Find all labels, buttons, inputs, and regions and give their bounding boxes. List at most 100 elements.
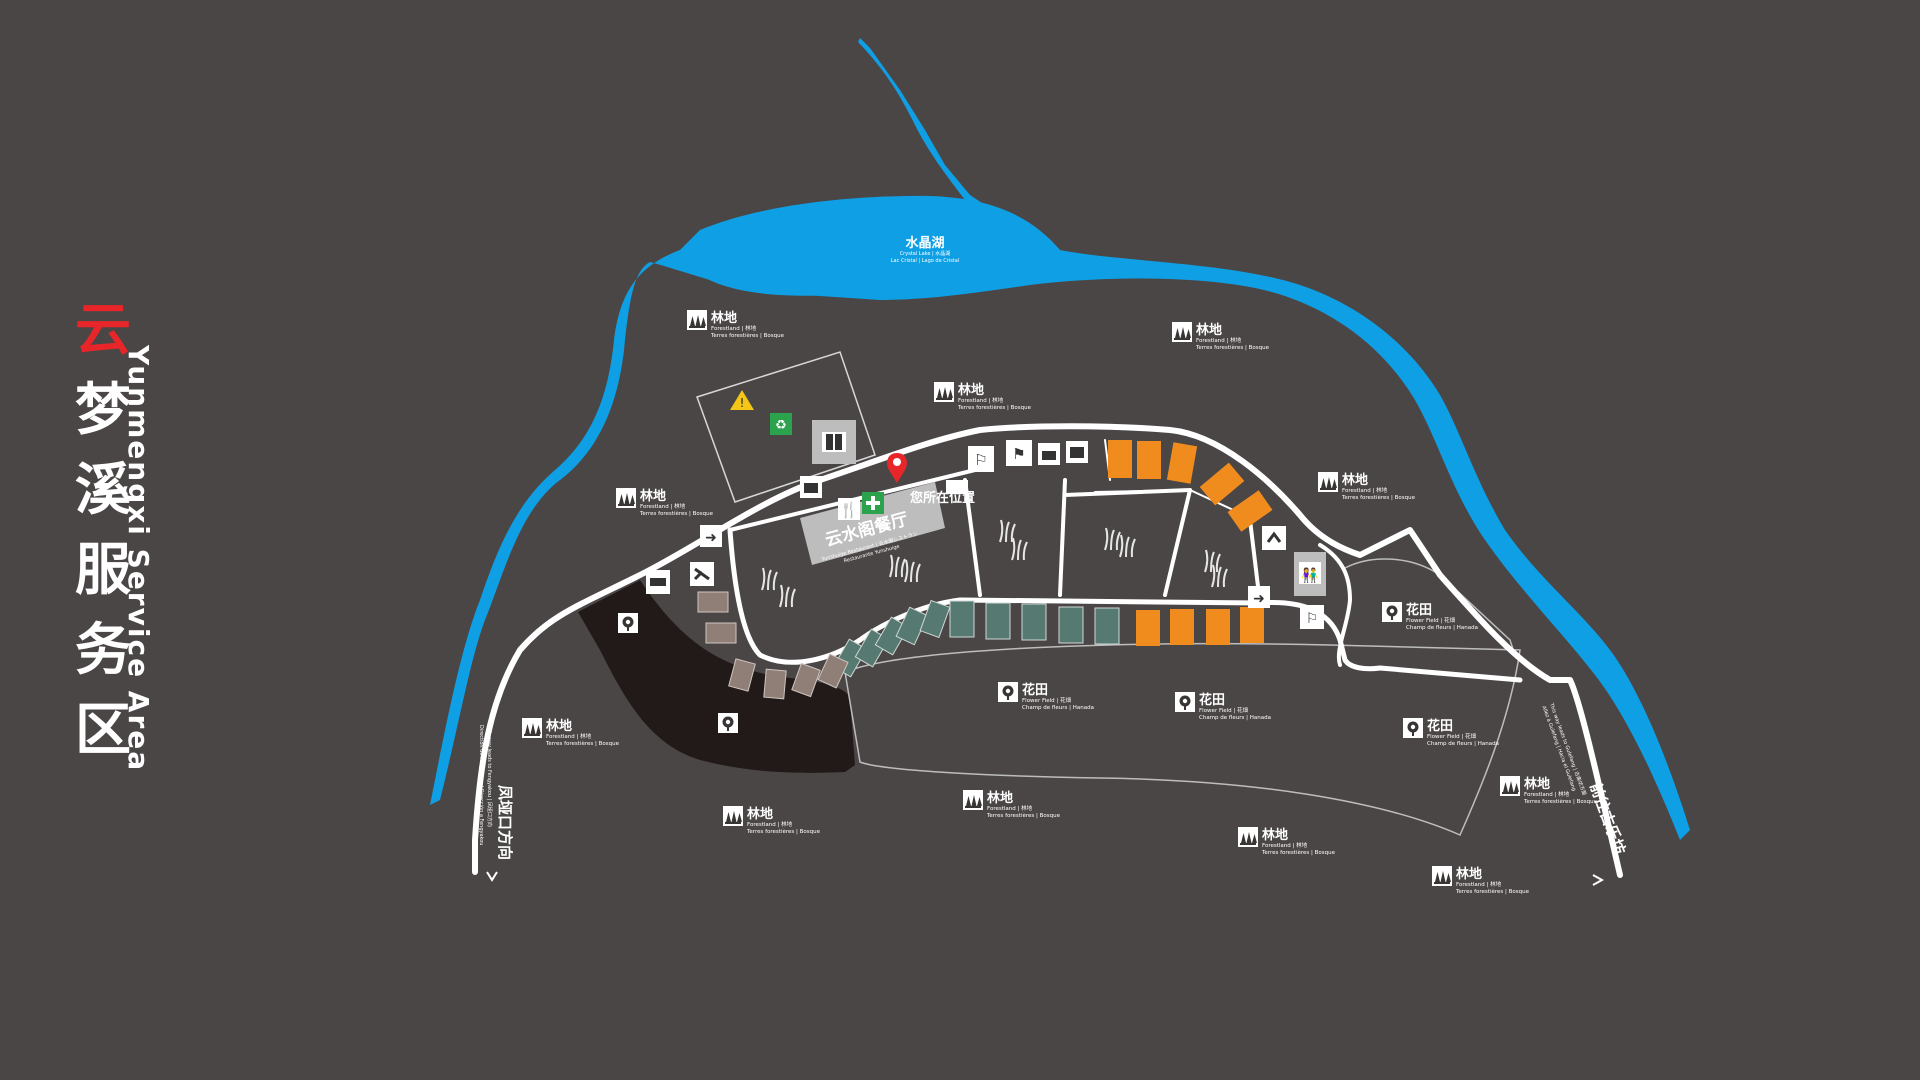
flower-icon [1175,692,1195,712]
parking-orange [1108,440,1273,646]
crystal-lake [430,38,1690,840]
label-sub: Terres forestières | Bosque [710,332,785,339]
forest-icon [723,806,743,826]
direction-left-en: This way leads to Fengyakou | 凤垭口方向 [486,724,493,827]
camera-icon [690,562,714,586]
label-sub: Flower Field | 花畑 [1406,616,1455,624]
label-sub: Terres forestières | Bosque [1455,888,1530,895]
forest-icon [1238,827,1258,847]
flower-icon [1403,718,1423,738]
label-cn: 林地 [1262,827,1288,843]
shop-icon-2 [1038,443,1060,465]
label-cn: 林地 [1196,322,1222,338]
warning-icon: ! [730,390,754,410]
you-are-here-label: 您所在位置 [910,490,975,506]
plaza [696,351,876,503]
building-small [946,480,968,494]
svg-text:🍴: 🍴 [840,501,859,519]
label-sub: Champ de fleurs | Hanada [1022,705,1094,711]
label-sub: Champ de fleurs | Hanada [1199,715,1271,721]
title-chinese: 云 梦 溪 服 务 区 [68,290,138,770]
forest-icon [1500,776,1520,796]
label-sub: Terres forestières | Bosque [986,812,1061,819]
label-cn: 林地 [958,382,984,398]
forest-icon [963,790,983,810]
flower-icon [1382,602,1402,622]
elevator-icon [812,420,856,464]
recycle-icon: ♻ [770,413,792,435]
shop-icon [800,476,822,498]
lake-name: 水晶湖 [905,235,944,251]
forest-icon [1172,322,1192,342]
meeting-icon: ⚐ [968,446,994,472]
label-cn: 林地 [546,718,572,734]
shop-icon-3 [1066,441,1088,463]
label-sub: Forestland | 林地 [958,396,1004,404]
first-aid-icon [862,492,884,514]
label-sub: Terres forestières | Bosque [1195,344,1270,351]
label-cn: 林地 [747,806,773,822]
label-sub: Terres forestières | Bosque [545,740,620,747]
label-cn: 花田 [1427,718,1453,734]
svg-text:!: ! [740,396,745,410]
label-sub: Terres forestières | Bosque [957,404,1032,411]
label-sub: Forestland | 林地 [1456,880,1502,888]
meeting-icon-2: ⚑ [1006,440,1032,466]
label-cn: 林地 [987,790,1013,806]
lake-body [685,195,1060,296]
toilet-icon: 👫 [1294,552,1326,596]
label-sub: Forestland | 林地 [640,502,686,510]
arrow-right-icon [1592,874,1605,886]
forest-icon [934,382,954,402]
map-pin-icon [887,453,907,483]
label-sub: Forestland | 林地 [1342,486,1388,494]
label-sub: Terres forestières | Bosque [639,510,714,517]
direction-left-cn: 凤垭口方向 [496,785,514,860]
svg-text:⚐: ⚐ [1306,611,1319,627]
title-char: 梦 [75,377,131,443]
label-sub: Forestland | 林地 [1262,841,1308,849]
lake-name-sub: Crystal Lake | 水晶湖 [900,250,951,257]
camera-icon-2 [1262,526,1286,550]
label-cn: 林地 [1524,776,1550,792]
forest-icon [1432,866,1452,886]
direction-left: 凤垭口方向 This way leads to Fengyakou | 凤垭口方… [478,724,514,860]
forest-icon [522,718,542,738]
label-cn: 林地 [1456,866,1482,882]
title-char-accent: 云 [75,297,131,363]
facility-icons: ! ♻ 🍴 ➜ ⚐ ⚑ ➜ 👫 ⚐ [618,390,1326,733]
label-cn: 花田 [1022,682,1048,698]
label-cn: 花田 [1199,692,1225,708]
exit-icon: ➜ [700,525,722,547]
label-cn: 林地 [711,310,737,326]
label-sub: Forestland | 林地 [1196,336,1242,344]
parking-teal [832,599,1120,678]
exit-icon-2: ➜ [1248,586,1270,608]
label-sub: Flower Field | 花畑 [1022,696,1071,704]
forest-icon [616,488,636,508]
flower-icon [718,713,738,733]
flower-valley [844,642,1521,836]
forest-icon [1318,472,1338,492]
meeting-icon-3: ⚐ [1300,605,1324,629]
inner-loop-road [727,527,1523,683]
east-loop [1318,543,1352,667]
flower-icon [998,682,1018,702]
restaurant-icon: 🍴 [838,498,860,520]
label-sub: Flower Field | 花畑 [1199,706,1248,714]
